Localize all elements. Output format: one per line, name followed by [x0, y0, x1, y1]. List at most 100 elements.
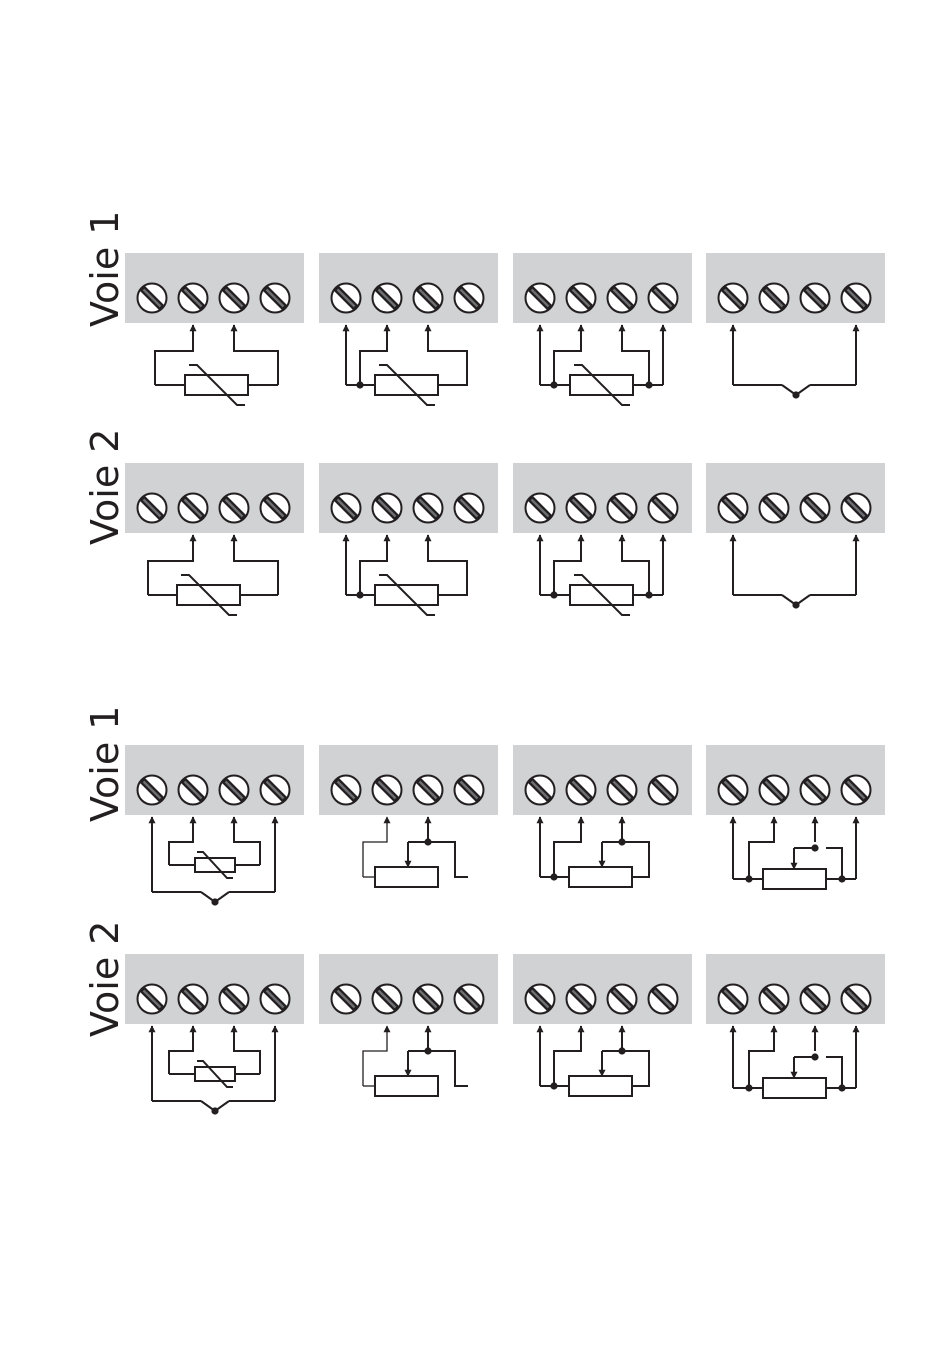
terminal-screw — [179, 284, 208, 313]
resistor-body — [375, 1076, 438, 1096]
junction-dot — [811, 844, 818, 851]
resistor-body — [763, 1078, 826, 1098]
terminal-screw — [179, 494, 208, 523]
junction-dot — [424, 838, 431, 845]
row-label-voie1-a: Voie 1 — [83, 211, 127, 328]
terminal-screw — [261, 494, 290, 523]
terminal-screw — [526, 494, 555, 523]
terminal-screw — [649, 494, 678, 523]
wiring-4wire-potentiometer — [540, 817, 649, 887]
terminal-block — [125, 463, 304, 533]
terminal-screw — [414, 985, 443, 1014]
junction-dot — [618, 838, 625, 845]
terminal-screw — [760, 284, 789, 313]
junction-dot — [645, 591, 652, 598]
wiring-3wire-potentiometer — [363, 817, 468, 887]
terminal-screw — [179, 985, 208, 1014]
terminal-block — [513, 253, 692, 323]
terminal-block — [706, 954, 885, 1024]
terminal-screw — [373, 985, 402, 1014]
terminal-screw — [179, 776, 208, 805]
terminal-screw — [842, 776, 871, 805]
terminal-screw — [842, 284, 871, 313]
junction-dot — [550, 873, 557, 880]
terminal-screw — [567, 985, 596, 1014]
junction-dot — [838, 875, 845, 882]
wiring-5wire-potentiometer — [733, 817, 856, 889]
wire-arrow — [169, 817, 193, 865]
terminal-screw — [526, 284, 555, 313]
terminal-screw — [414, 494, 443, 523]
terminal-block — [319, 463, 498, 533]
resistor-body — [569, 1076, 632, 1096]
terminal-screw — [608, 985, 637, 1014]
junction-dot — [792, 391, 799, 398]
wiring-3wire-thermistor — [346, 325, 467, 405]
terminal-screw — [455, 494, 484, 523]
wiring-thermocouple — [733, 535, 856, 609]
terminal-screw — [801, 776, 830, 805]
terminal-screw — [842, 494, 871, 523]
row-label-voie2-b: Voie 2 — [83, 921, 127, 1038]
terminal-screw — [719, 494, 748, 523]
terminal-screw — [138, 776, 167, 805]
terminal-screw — [373, 284, 402, 313]
terminal-screw — [608, 494, 637, 523]
junction-dot — [550, 1082, 557, 1089]
terminal-screw — [455, 985, 484, 1014]
wiring-thermocouple — [733, 325, 856, 399]
wire-arrow — [169, 1026, 193, 1074]
terminal-screw — [760, 494, 789, 523]
terminal-block — [319, 745, 498, 815]
resistor-body — [569, 867, 632, 887]
terminal-screw — [801, 284, 830, 313]
wiring-thermistor-thermocouple — [152, 817, 275, 906]
wire-arrow — [234, 1026, 260, 1074]
wiring-thermistor-thermocouple — [152, 1026, 275, 1115]
terminal-block — [513, 463, 692, 533]
terminal-screw — [138, 494, 167, 523]
wiring-4wire-thermistor — [540, 535, 663, 615]
terminal-block — [706, 745, 885, 815]
junction-dot — [211, 1107, 218, 1114]
terminal-screw — [414, 776, 443, 805]
wiring-3wire-thermistor — [346, 535, 467, 615]
terminal-screw — [414, 284, 443, 313]
terminal-screw — [373, 494, 402, 523]
terminal-screw — [608, 284, 637, 313]
terminal-block — [513, 954, 692, 1024]
terminal-screw — [261, 985, 290, 1014]
wiring-2wire-thermistor — [155, 325, 278, 405]
terminal-screw — [842, 985, 871, 1014]
terminal-screw — [649, 776, 678, 805]
terminal-screw — [649, 284, 678, 313]
terminal-screw — [332, 494, 361, 523]
terminal-screw — [801, 494, 830, 523]
wiring-3wire-potentiometer — [363, 1026, 468, 1096]
terminal-screw — [760, 985, 789, 1014]
terminal-screw — [719, 985, 748, 1014]
junction-dot — [811, 1053, 818, 1060]
terminal-screw — [138, 985, 167, 1014]
terminal-screw — [220, 494, 249, 523]
wire-arrow — [234, 817, 260, 865]
terminal-screw — [220, 284, 249, 313]
junction-dot — [356, 381, 363, 388]
terminal-block — [706, 463, 885, 533]
wire — [826, 848, 842, 879]
junction-dot — [550, 381, 557, 388]
terminal-screw — [719, 284, 748, 313]
voie1-label: Voie 1 — [83, 706, 127, 823]
terminal-screw — [220, 985, 249, 1014]
wire — [826, 1057, 842, 1088]
terminal-screw — [220, 776, 249, 805]
terminal-screw — [567, 494, 596, 523]
terminal-blocks — [125, 253, 885, 1024]
terminal-block — [706, 253, 885, 323]
junction-dot — [424, 1047, 431, 1054]
junction-dot — [745, 1084, 752, 1091]
junction-dot — [356, 591, 363, 598]
row-label-voie2-a: Voie 2 — [83, 429, 127, 546]
terminal-screw — [261, 776, 290, 805]
